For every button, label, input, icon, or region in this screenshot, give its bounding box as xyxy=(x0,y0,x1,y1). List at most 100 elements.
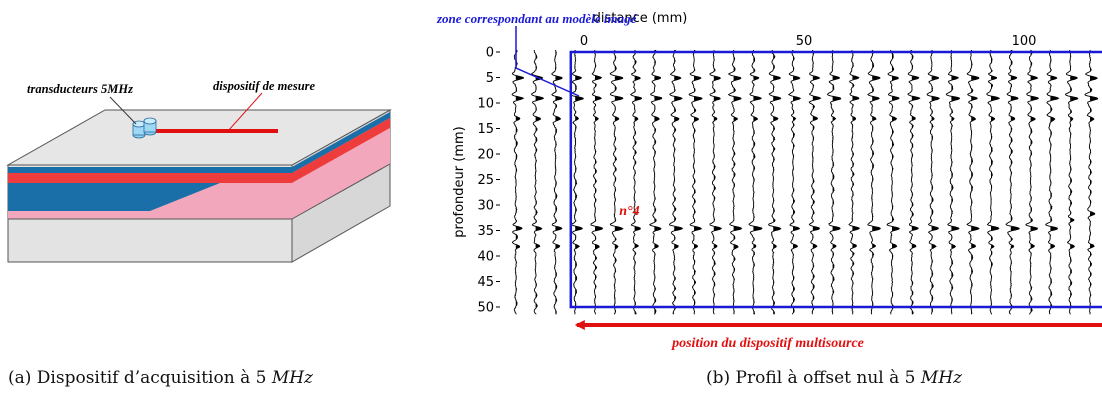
wiggle-fill xyxy=(535,148,537,152)
wiggle-fill xyxy=(1090,272,1092,276)
x-tick-label: 0 xyxy=(580,34,588,49)
wiggle-fill xyxy=(733,96,741,101)
wiggle-fill xyxy=(733,236,735,240)
wiggle-fill xyxy=(1050,131,1052,135)
wiggle-fill xyxy=(595,64,596,68)
wiggle-fill xyxy=(713,208,715,211)
y-tick-label: 10 xyxy=(477,97,494,112)
wiggle-fill xyxy=(614,116,619,121)
wiggle-fill xyxy=(832,199,834,205)
wiggle-fill xyxy=(733,290,735,292)
wiggle-fill xyxy=(1010,171,1012,175)
y-tick-label: 25 xyxy=(477,173,494,188)
wiggle-fill xyxy=(595,244,600,249)
wiggle-fill xyxy=(773,270,774,274)
wiggle-fill xyxy=(1050,76,1057,80)
wiggle-fill xyxy=(634,201,636,203)
wiggle-fill xyxy=(832,276,835,282)
wiggle-fill xyxy=(575,275,577,281)
wiggle-fill xyxy=(536,47,538,48)
wiggle-fill xyxy=(753,96,762,101)
wiggle-fill xyxy=(971,312,972,314)
y-tick-label: 45 xyxy=(477,275,494,290)
wiggle-fill xyxy=(614,106,616,110)
wiggle-fill xyxy=(694,290,696,295)
wiggle-fill xyxy=(535,210,538,214)
wiggle-fill xyxy=(555,64,556,67)
wiggle-fill xyxy=(694,76,701,81)
wiggle-fill xyxy=(733,257,736,261)
wiggle-fill xyxy=(595,169,597,173)
wiggle-fill xyxy=(911,310,914,315)
wiggle-fill xyxy=(555,89,557,92)
wiggle-fill xyxy=(812,125,814,130)
wiggle-fill xyxy=(713,117,717,121)
caption-a-unit: MHz xyxy=(271,368,314,388)
wiggle-fill xyxy=(614,310,616,312)
wiggle-fill xyxy=(496,257,497,261)
wiggle-fill xyxy=(654,139,656,145)
wiggle-fill xyxy=(1030,139,1032,145)
wiggle-fill xyxy=(1010,182,1012,186)
wiggle-fill xyxy=(793,154,794,156)
wiggle-fill xyxy=(674,117,679,122)
wiggle-fill xyxy=(595,179,597,183)
wiggle-trace xyxy=(848,50,860,315)
wiggle-fill xyxy=(1090,244,1095,248)
wiggle-fill xyxy=(654,253,656,255)
wiggle-fill xyxy=(496,180,497,183)
wiggle-fill xyxy=(832,125,834,127)
wiggle-fill xyxy=(931,110,933,114)
wiggle-fill xyxy=(1090,232,1091,234)
wiggle-fill xyxy=(535,275,537,276)
wiggle-fill xyxy=(872,226,881,231)
wiggle-fill xyxy=(852,311,853,312)
wiggle-fill xyxy=(892,166,893,171)
wiggle-fill xyxy=(634,261,636,264)
wiggle-fill xyxy=(753,238,755,241)
wiggle-fill xyxy=(872,150,874,156)
wiggle-trace xyxy=(727,50,743,315)
wiggle-fill xyxy=(1030,275,1032,277)
wiggle-fill xyxy=(1010,127,1012,132)
layer-divider-side xyxy=(291,163,391,220)
wiggle-fill xyxy=(496,48,497,51)
wiggle-fill xyxy=(971,89,973,93)
wiggle-fill xyxy=(931,124,934,129)
wiggle-fill xyxy=(674,256,675,258)
wiggle-fill xyxy=(634,170,636,174)
wiggle-fill xyxy=(991,303,992,305)
wiggle-fill xyxy=(1070,117,1073,121)
wiggle-fill xyxy=(595,198,596,202)
wiggle-fill xyxy=(832,110,834,113)
wiggle-fill xyxy=(1090,212,1095,216)
wiggle-fill xyxy=(892,96,900,101)
wiggle-fill xyxy=(991,96,1000,101)
wiggle-fill xyxy=(951,210,953,214)
wiggle-fill xyxy=(991,159,993,165)
wiggle-fill xyxy=(595,75,602,80)
wiggle-fill xyxy=(852,313,853,315)
wiggle-fill xyxy=(496,214,497,216)
wiggle-fill xyxy=(595,275,597,279)
wiggle-fill xyxy=(1050,106,1052,112)
wiggle-fill xyxy=(1090,117,1094,121)
wiggle-fill xyxy=(1050,204,1052,210)
wiggle-trace xyxy=(1005,50,1020,315)
wiggle-fill xyxy=(515,209,517,213)
wiggle-fill xyxy=(634,60,637,64)
wiggle-fill xyxy=(971,255,973,260)
wiggle-fill xyxy=(713,68,715,71)
wiggle-fill xyxy=(931,149,933,153)
wiggle-fill xyxy=(991,211,992,215)
wiggle-fill xyxy=(694,88,695,92)
wiggle-fill xyxy=(535,170,537,172)
wiggle-fill xyxy=(674,197,676,202)
wiggle-fill xyxy=(515,226,522,230)
wiggle-fill xyxy=(812,171,814,172)
wiggle-fill xyxy=(595,226,603,231)
wiggle-fill xyxy=(911,165,913,167)
wiggle-fill xyxy=(793,297,795,302)
wiggle-fill xyxy=(654,226,661,232)
wiggle-fill xyxy=(555,193,557,199)
